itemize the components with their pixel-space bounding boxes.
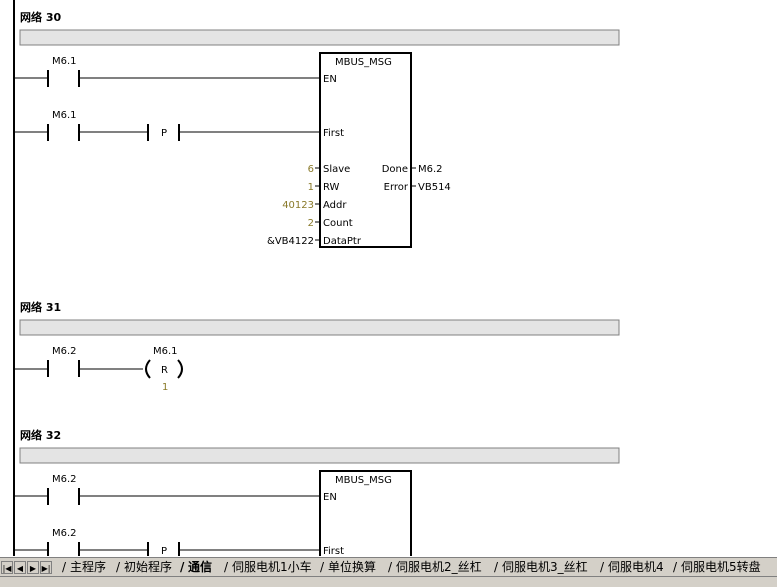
contact-address: M6.2 bbox=[52, 528, 77, 539]
pin-done: Done bbox=[382, 164, 408, 175]
contact-address: M6.2 bbox=[52, 474, 77, 485]
tab-init[interactable]: /初始程序 bbox=[116, 560, 173, 574]
contact-address: M6.1 bbox=[52, 56, 77, 67]
reset-coil-left[interactable] bbox=[145, 359, 151, 379]
positive-edge-label: P bbox=[161, 546, 167, 556]
param-addr-value[interactable]: 40123 bbox=[282, 200, 314, 211]
pin-addr: Addr bbox=[323, 200, 347, 211]
ladder-editor[interactable]: 网络 30 M6.1 M6.1 P MBUS_MSG EN First 6 Sl… bbox=[0, 0, 777, 556]
param-dataptr-value[interactable]: &VB4122 bbox=[267, 236, 314, 247]
function-block-box[interactable] bbox=[319, 52, 412, 248]
param-rw-value[interactable]: 1 bbox=[308, 182, 314, 193]
tab-servo4[interactable]: /伺服电机4 bbox=[600, 560, 664, 574]
pin-first: First bbox=[323, 128, 344, 139]
param-slave-value[interactable]: 6 bbox=[308, 164, 314, 175]
function-block-box[interactable] bbox=[319, 470, 412, 556]
tab-servo1[interactable]: /伺服电机1小车 bbox=[224, 560, 312, 574]
tab-unit-convert[interactable]: /单位换算 bbox=[320, 560, 377, 574]
coil-address: M6.1 bbox=[153, 346, 178, 357]
tab-servo2[interactable]: /伺服电机2_丝杠 bbox=[388, 560, 482, 574]
network-comment-bar[interactable] bbox=[19, 447, 620, 464]
pin-rw: RW bbox=[323, 182, 340, 193]
pin-en: EN bbox=[323, 74, 337, 85]
output-done-value[interactable]: M6.2 bbox=[418, 164, 443, 175]
program-tab-bar: |◀ ◀ ▶ ▶| /主程序 /初始程序 /通信 /伺服电机1小车 /单位换算 … bbox=[0, 557, 777, 587]
first-tab-icon[interactable]: |◀ bbox=[1, 561, 13, 574]
pin-error: Error bbox=[384, 182, 409, 193]
param-count-value[interactable]: 2 bbox=[308, 218, 314, 229]
tab-servo3[interactable]: /伺服电机3_丝杠 bbox=[494, 560, 588, 574]
network-comment-bar[interactable] bbox=[19, 29, 620, 46]
reset-coil-count[interactable]: 1 bbox=[162, 382, 168, 393]
pin-slave: Slave bbox=[323, 164, 350, 175]
network-comment-bar[interactable] bbox=[19, 319, 620, 336]
pin-first: First bbox=[323, 546, 344, 556]
pin-count: Count bbox=[323, 218, 353, 229]
contact-address: M6.2 bbox=[52, 346, 77, 357]
last-tab-icon[interactable]: ▶| bbox=[40, 561, 52, 574]
tab-servo5[interactable]: /伺服电机5转盘 bbox=[673, 560, 761, 574]
tab-comm[interactable]: /通信 bbox=[180, 560, 213, 574]
function-block-name: MBUS_MSG bbox=[335, 57, 392, 68]
network-title[interactable]: 网络 30 bbox=[20, 10, 61, 24]
reset-coil-right[interactable] bbox=[177, 359, 183, 379]
reset-coil-type: R bbox=[161, 365, 168, 376]
pin-en: EN bbox=[323, 492, 337, 503]
contact-address: M6.1 bbox=[52, 110, 77, 121]
tab-bar-baseline bbox=[0, 576, 777, 577]
next-tab-icon[interactable]: ▶ bbox=[27, 561, 39, 574]
output-error-value[interactable]: VB514 bbox=[418, 182, 451, 193]
positive-edge-label: P bbox=[161, 128, 167, 139]
prev-tab-icon[interactable]: ◀ bbox=[14, 561, 26, 574]
function-block-name: MBUS_MSG bbox=[335, 475, 392, 486]
pin-dataptr: DataPtr bbox=[323, 236, 362, 247]
network-title[interactable]: 网络 32 bbox=[20, 428, 61, 442]
network-title[interactable]: 网络 31 bbox=[20, 300, 61, 314]
tab-main[interactable]: /主程序 bbox=[62, 560, 107, 574]
